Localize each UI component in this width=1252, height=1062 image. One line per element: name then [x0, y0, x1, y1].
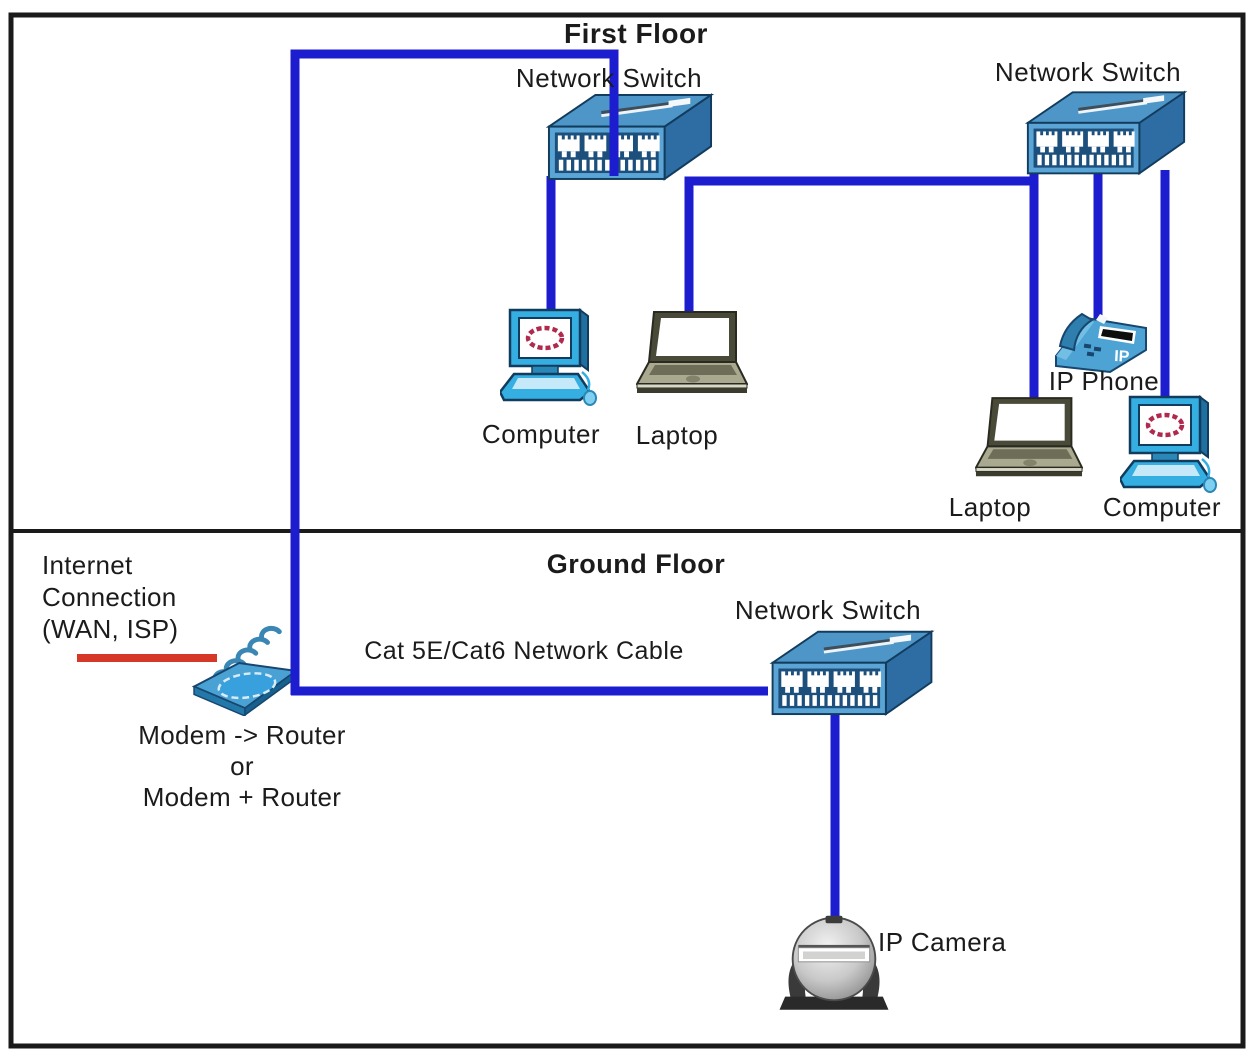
internet-line-3: (WAN, ISP) [42, 614, 179, 644]
first-floor-title: First Floor [564, 18, 708, 49]
ground-floor-title: Ground Floor [546, 549, 726, 579]
wan-internet-line [77, 654, 217, 662]
computer-left-label: Computer [481, 419, 601, 449]
cable-group [291, 170, 1170, 922]
cable-backbone-and-laptop-left [684, 176, 1034, 318]
network-switch-icon-ground-floor [773, 632, 932, 714]
modem-line-3: Modem + Router [142, 782, 342, 812]
ip-phone-icon [1055, 313, 1147, 373]
switch-label-ground-floor: Network Switch [734, 595, 922, 625]
laptop-icon-left [636, 311, 748, 394]
desktop-computer-icon-left [500, 310, 596, 405]
laptop-right-label: Laptop [948, 492, 1032, 522]
dome-camera-icon [778, 914, 890, 1011]
ip-camera-label: IP Camera [878, 927, 1007, 957]
network-switch-icon-first-floor-left [549, 95, 711, 179]
computer-right-label: Computer [1102, 492, 1222, 522]
internet-line-2: Connection [42, 582, 177, 612]
ip-phone-label: IP Phone [1048, 366, 1160, 396]
internet-connection-label: Internet Connection (WAN, ISP) [42, 550, 178, 646]
cable-riser-ground-to-first-floor [290, 49, 619, 695]
switch-label-first-floor-right: Network Switch [994, 57, 1182, 87]
laptop-icon-right [975, 397, 1083, 478]
desktop-computer-icon-right [1120, 397, 1216, 492]
cat-cable-label: Cat 5E/Cat6 Network Cable [364, 637, 684, 665]
internet-line-1: Internet [42, 550, 133, 580]
modem-router-label: Modem -> Router or Modem + Router [92, 720, 392, 813]
modem-line-2: or [230, 751, 254, 781]
wireless-router-icon [194, 628, 296, 716]
switch-label-first-floor-left: Network Switch [515, 63, 703, 93]
laptop-left-label: Laptop [635, 420, 719, 450]
network-switch-icon-first-floor-right [1028, 92, 1184, 173]
modem-line-1: Modem -> Router [138, 720, 346, 750]
